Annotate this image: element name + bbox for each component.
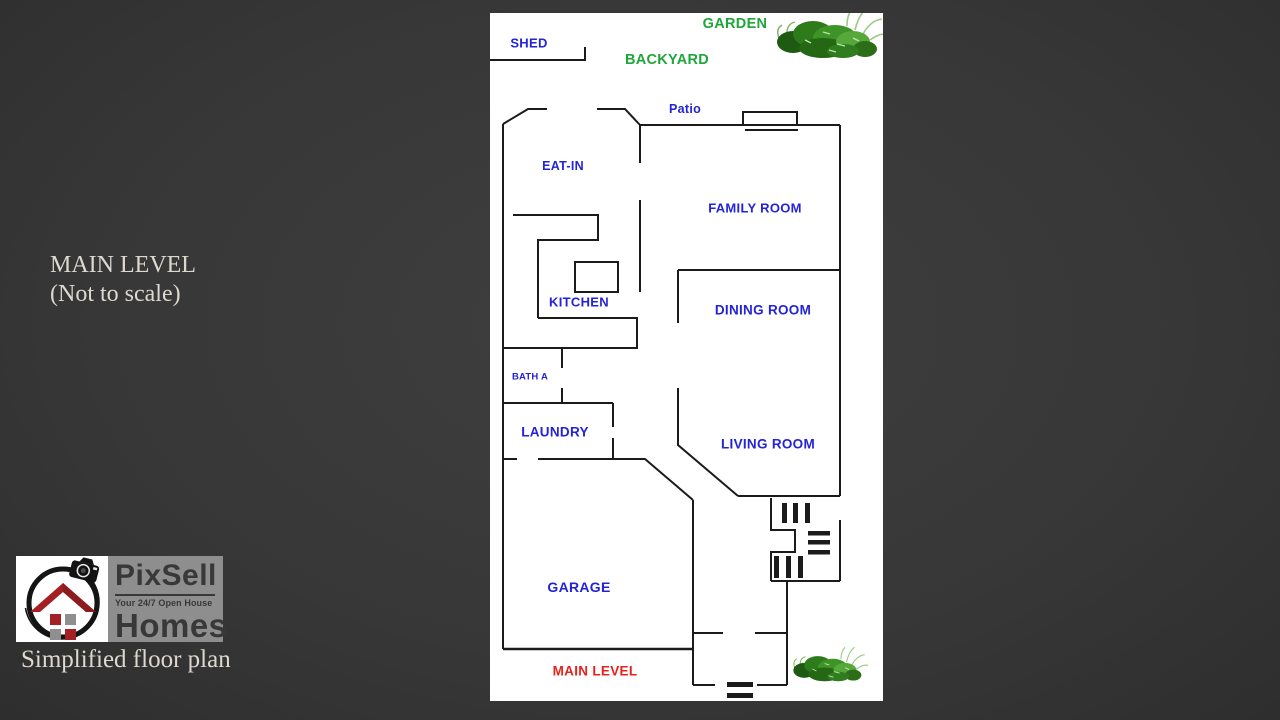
label-shed: SHED	[510, 35, 548, 51]
logo-brand-top: PixSell	[115, 559, 217, 592]
logo-mark	[16, 556, 108, 642]
label-laundry: LAUNDRY	[521, 424, 589, 440]
floor-plan-panel: SHED GARDEN BACKYARD Patio EAT-IN FAMILY…	[490, 13, 883, 701]
pixsell-logo: PixSell Your 24/7 Open House Homes	[16, 556, 228, 644]
circle-swoosh-icon	[24, 564, 100, 640]
logo-text-panel: PixSell Your 24/7 Open House Homes	[108, 556, 228, 644]
label-dining-room: DINING ROOM	[714, 302, 812, 318]
house-icon	[30, 583, 96, 640]
kitchen-counters	[503, 214, 638, 349]
logo-emblem	[24, 557, 100, 640]
camera-icon	[69, 557, 100, 583]
label-garage: GARAGE	[547, 579, 611, 595]
label-bath-a: BATH A	[511, 371, 549, 383]
floor-plan-drawing	[490, 13, 883, 698]
label-main-level: MAIN LEVEL	[552, 663, 638, 679]
label-living-room: LIVING ROOM	[720, 436, 816, 452]
kitchen-island	[574, 261, 619, 293]
house-walls	[502, 108, 841, 651]
level-title: MAIN LEVEL	[50, 252, 196, 278]
front-steps	[727, 682, 753, 698]
staircase	[770, 498, 841, 582]
logo-brand-bottom: Homes	[115, 607, 228, 644]
label-kitchen: KITCHEN	[549, 294, 609, 310]
patio-door	[742, 111, 798, 131]
bath-laundry-walls	[503, 348, 694, 501]
logo-tagline: Your 24/7 Open House	[115, 594, 215, 608]
shed-outline	[490, 47, 586, 61]
garden-plant-image	[776, 13, 883, 59]
slide-title-block: MAIN LEVEL (Not to scale)	[50, 251, 196, 309]
label-eat-in: EAT-IN	[542, 159, 584, 173]
label-garden: GARDEN	[702, 16, 768, 32]
stair-treads	[774, 503, 830, 578]
yard-plant-image	[792, 646, 869, 682]
slide-caption: Simplified floor plan	[21, 646, 231, 673]
label-backyard: BACKYARD	[624, 52, 710, 68]
scale-note: (Not to scale)	[50, 280, 181, 307]
label-patio: Patio	[668, 102, 702, 116]
label-family-room: FAMILY ROOM	[708, 200, 802, 216]
entry-walls	[692, 500, 788, 686]
